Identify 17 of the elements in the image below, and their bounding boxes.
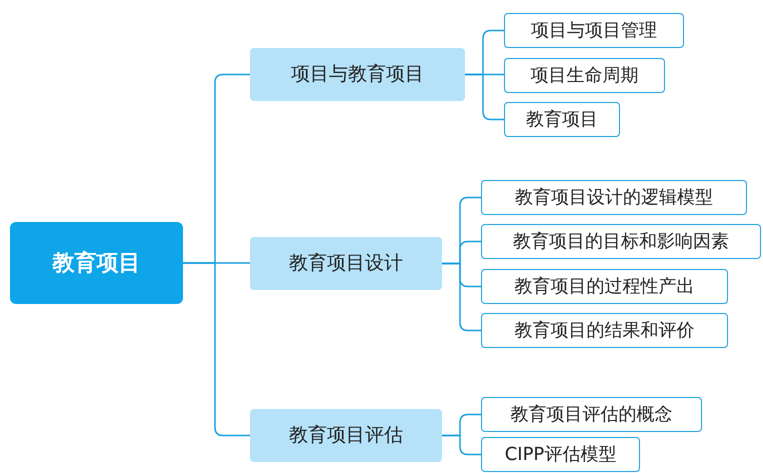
subtopic-box: 项目生命周期 xyxy=(504,58,665,93)
subtopic-box: 项目与项目管理 xyxy=(504,13,684,48)
subtopic-box: 教育项目 xyxy=(504,102,620,137)
subtopic-box: 教育项目的过程性产出 xyxy=(481,269,728,304)
topic-box: 教育项目评估 xyxy=(250,409,442,462)
connector-line xyxy=(442,262,481,332)
subtopic-box: 教育项目的结果和评价 xyxy=(481,313,728,348)
connector-line xyxy=(183,262,250,436)
subtopic-box: 教育项目评估的概念 xyxy=(481,397,702,432)
connector-line xyxy=(442,434,481,456)
root-topic-box: 教育项目 xyxy=(10,222,183,304)
subtopic-box: 教育项目的目标和影响因素 xyxy=(481,224,761,259)
connector-line xyxy=(465,74,504,120)
topic-box: 项目与教育项目 xyxy=(250,48,465,101)
topic-box: 教育项目设计 xyxy=(250,237,442,290)
subtopic-box: CIPP评估模型 xyxy=(481,437,640,472)
subtopic-box: 教育项目设计的逻辑模型 xyxy=(481,180,747,215)
